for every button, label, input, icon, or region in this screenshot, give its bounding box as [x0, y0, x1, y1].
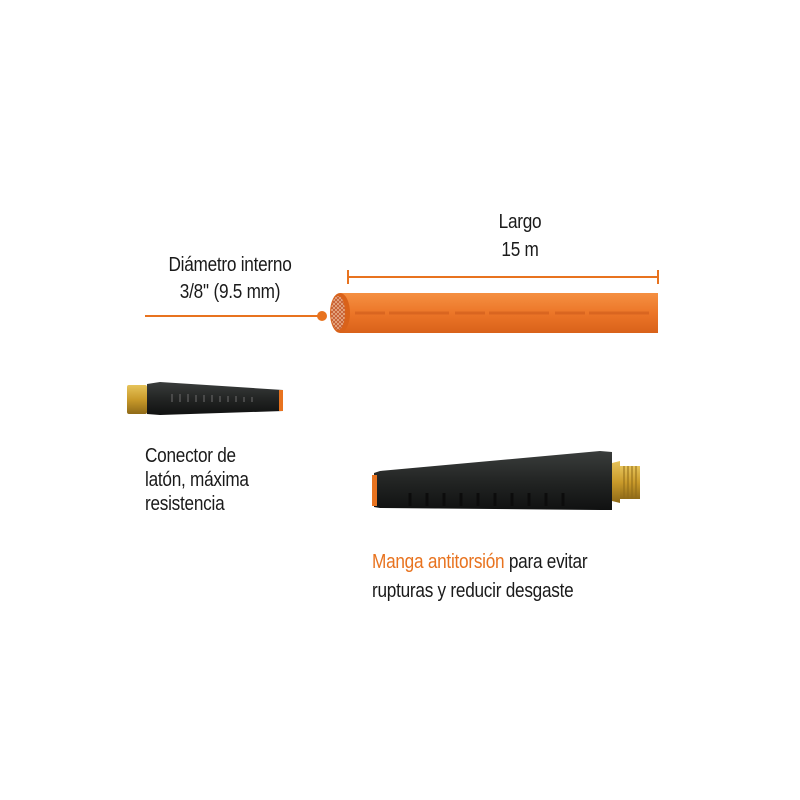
sleeve-caption-rest: para evitar [504, 551, 588, 573]
hose [330, 293, 658, 333]
length-title: Largo [498, 211, 542, 233]
small-brass-connector [127, 382, 283, 415]
sleeve-caption-line1: Manga antitorsión para evitar [372, 549, 588, 575]
length-value: 15 m [501, 239, 539, 261]
sleeve-caption-line2: rupturas y reducir desgaste [372, 580, 574, 602]
diameter-value: 3/8'' (9.5 mm) [179, 281, 281, 303]
diameter-pointer [145, 311, 327, 321]
length-dimension-bar [347, 270, 659, 284]
connector-caption-line3: resistencia [145, 493, 225, 515]
connector-caption-line2: latón, máxima [145, 469, 249, 491]
sleeve-highlight: Manga antitorsión [372, 551, 505, 573]
connector-caption-line1: Conector de [145, 445, 236, 467]
diameter-title: Diámetro interno [168, 254, 292, 276]
anti-torsion-sleeve [372, 451, 640, 510]
